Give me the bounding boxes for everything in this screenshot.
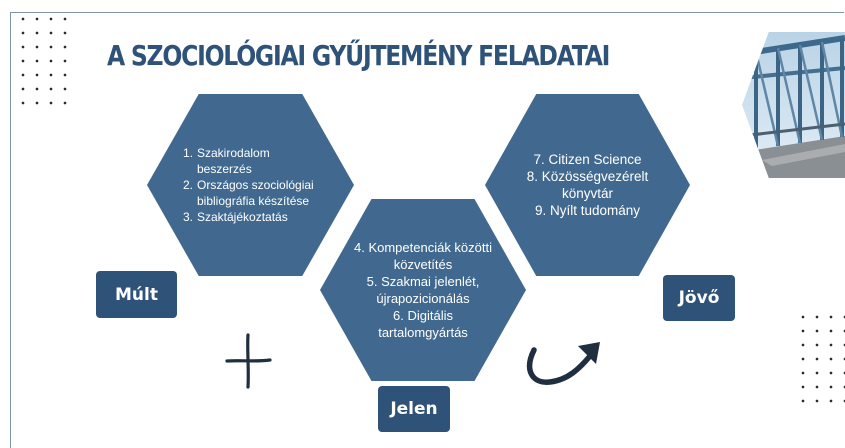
future-task-item: 9. Nyílt tudomány (534, 203, 641, 218)
curved-arrow-icon (527, 342, 600, 385)
plus-icon (225, 333, 272, 389)
label-future: Jövő (663, 275, 735, 321)
present-task-item: 6. Digitális tartalomgyártás (378, 308, 468, 340)
slide-frame (10, 12, 844, 448)
past-task-number: 2. (183, 178, 194, 192)
future-task-item: 8. Közösségvezérelt könyvtár (526, 169, 649, 201)
dot-pattern-bottom-right (796, 310, 845, 408)
past-task-item: 3. Szaktájékoztatás (183, 209, 324, 225)
present-task-item: 4. Kompetenciák közötti közvetítés (353, 240, 493, 272)
past-task-number: 1. (183, 146, 194, 160)
label-past: Múlt (96, 271, 177, 318)
future-task-item: 7. Citizen Science (533, 152, 642, 167)
hexagon-past: 1. Szakirodalom beszerzés 2. Országos sz… (147, 94, 354, 276)
past-task-list: 1. Szakirodalom beszerzés 2. Országos sz… (183, 145, 324, 225)
present-task-list: 4. Kompetenciák közötti közvetítés 5. Sz… (348, 239, 498, 341)
past-task-number: 3. (183, 210, 194, 224)
past-task-text: Országos szociológiai bibliográfia készí… (197, 178, 314, 208)
future-task-list: 7. Citizen Science 8. Közösségvezérelt k… (513, 151, 662, 219)
past-task-text: Szakirodalom beszerzés (197, 146, 270, 176)
present-task-item: 5. Szakmai jelenlét, újrapozicionálás (366, 274, 480, 306)
hexagon-future: 7. Citizen Science 8. Közösségvezérelt k… (485, 94, 690, 276)
hexagon-present: 4. Kompetenciák közötti közvetítés 5. Sz… (320, 199, 526, 381)
past-task-item: 1. Szakirodalom beszerzés (183, 145, 324, 177)
label-present: Jelen (378, 386, 450, 432)
past-task-text: Szaktájékoztatás (197, 210, 288, 224)
dot-pattern-top-left (16, 12, 72, 110)
slide-title: A SZOCIOLÓGIAI GYŰJTEMÉNY FELADATAI (107, 39, 610, 72)
past-task-item: 2. Országos szociológiai bibliográfia ké… (183, 177, 324, 209)
